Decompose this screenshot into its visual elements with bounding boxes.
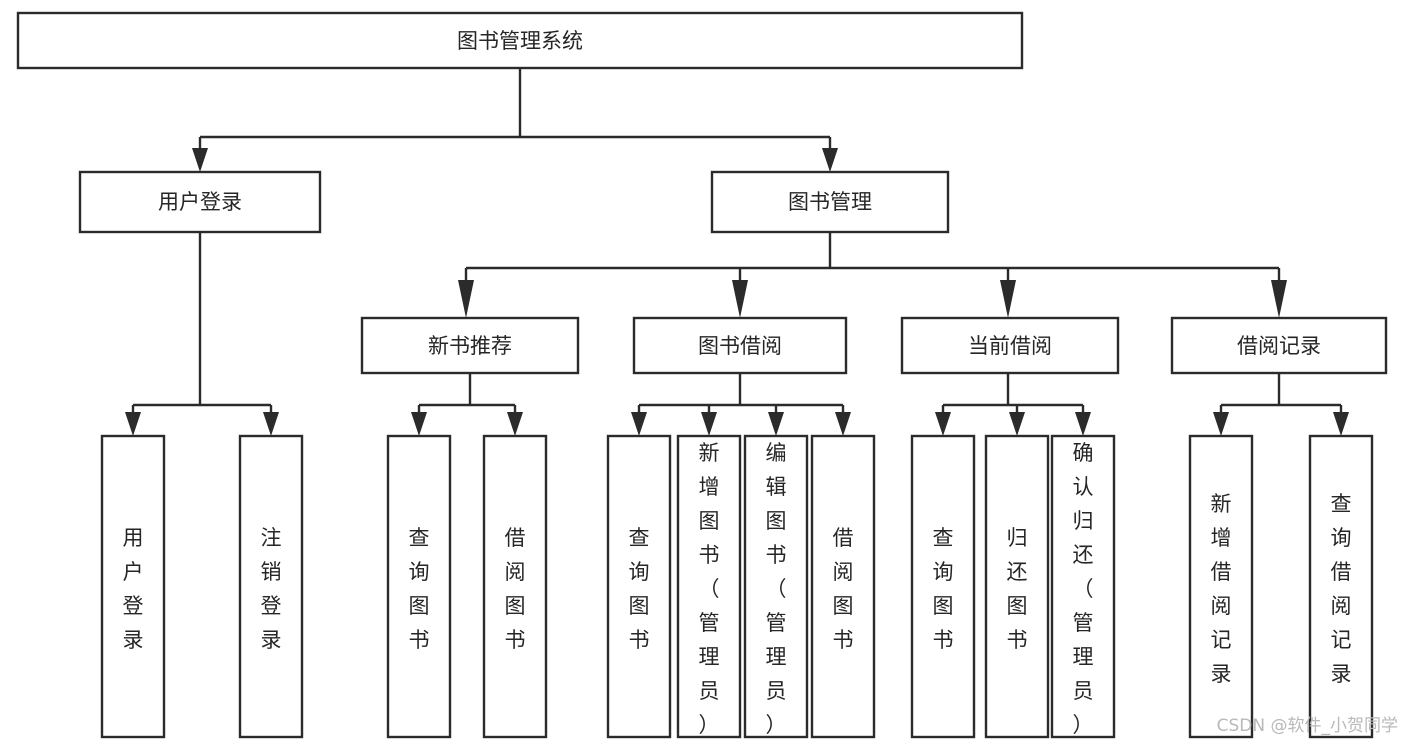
- leaf-cb-confirm-return-label: 确认归还（管理员）: [1073, 441, 1094, 737]
- node-book-borrow[interactable]: 图书借阅: [632, 316, 848, 375]
- csdn-watermark: CSDN @软件_小贺同学: [1217, 716, 1398, 736]
- current-borrow-label: 当前借阅: [968, 334, 1052, 358]
- arrowhead-br-add-record: [1213, 412, 1229, 436]
- arrowhead-new-book-rec: [458, 280, 474, 318]
- root-box[interactable]: [16, 11, 1024, 70]
- leaf-bb-query-book-box[interactable]: [606, 434, 672, 739]
- leaf-bb-add-book-box[interactable]: [676, 434, 742, 739]
- leaf-cb-return-book-box[interactable]: [984, 434, 1050, 739]
- arrowhead-bb-edit-book: [768, 412, 784, 436]
- node-new-book-recommend[interactable]: 新书推荐: [360, 316, 580, 375]
- leaf-node-bb-borrow-book[interactable]: 借阅图书: [810, 434, 876, 739]
- arrowhead-cb-return-book: [1009, 412, 1025, 436]
- node-user-login[interactable]: 用户登录: [78, 170, 322, 234]
- arrowhead-book-mgmt: [822, 148, 838, 172]
- leaf-node-br-query-record[interactable]: 查询借阅记录: [1308, 434, 1374, 739]
- leaf-logout-box[interactable]: [238, 434, 304, 739]
- borrow-record-label: 借阅记录: [1237, 334, 1321, 358]
- node-root-system[interactable]: 图书管理系统: [16, 11, 1024, 70]
- arrowhead-leaf-logout: [263, 412, 279, 436]
- arrowhead-nb-query-book: [411, 412, 427, 436]
- arrowhead-current-borrow: [1000, 280, 1016, 318]
- arrowhead-br-query-record: [1333, 412, 1349, 436]
- leaf-node-bb-edit-book[interactable]: 编辑图书（管理员）: [743, 434, 809, 739]
- leaf-nb-borrow-book-label: 借阅图书: [505, 526, 526, 652]
- root-label: 图书管理系统: [457, 29, 583, 53]
- leaf-bb-add-book-label: 新增图书（管理员）: [699, 441, 720, 737]
- leaf-node-br-add-record[interactable]: 新增借阅记录: [1188, 434, 1254, 739]
- leaf-node-user-login[interactable]: 用户登录: [100, 434, 166, 739]
- leaf-br-add-record-label: 新增借阅记录: [1211, 492, 1232, 686]
- leaf-cb-query-book-box[interactable]: [910, 434, 976, 739]
- leaf-logout-label: 注销登录: [261, 526, 282, 652]
- leaf-node-cb-confirm-return[interactable]: 确认归还（管理员）: [1050, 434, 1116, 739]
- arrowhead-nb-borrow-book: [507, 412, 523, 436]
- leaf-node-bb-query-book[interactable]: 查询图书: [606, 434, 672, 739]
- node-current-borrow[interactable]: 当前借阅: [900, 316, 1120, 375]
- leaf-br-query-record-label: 查询借阅记录: [1331, 492, 1352, 686]
- leaf-bb-borrow-book-label: 借阅图书: [833, 526, 854, 652]
- arrowhead-bb-query-book: [631, 412, 647, 436]
- leaf-br-query-record-box[interactable]: [1308, 434, 1374, 739]
- leaf-nb-borrow-book-box[interactable]: [482, 434, 548, 739]
- book-borrow-label: 图书借阅: [698, 334, 782, 358]
- leaf-br-add-record-box[interactable]: [1188, 434, 1254, 739]
- arrowhead-leaf-user-login: [125, 412, 141, 436]
- connector-layer: [125, 68, 1349, 436]
- user-login-box[interactable]: [78, 170, 322, 234]
- leaf-user-login-label: 用户登录: [123, 526, 144, 652]
- book-management-box[interactable]: [710, 170, 950, 234]
- leaf-bb-borrow-book-box[interactable]: [810, 434, 876, 739]
- book-management-label: 图书管理: [788, 190, 872, 214]
- leaf-node-bb-add-book[interactable]: 新增图书（管理员）: [676, 434, 742, 739]
- arrowhead-book-borrow: [732, 280, 748, 318]
- leaf-node-logout[interactable]: 注销登录: [238, 434, 304, 739]
- leaf-cb-return-book-label: 归还图书: [1007, 526, 1028, 652]
- leaf-cb-query-book-label: 查询图书: [933, 526, 954, 652]
- leaf-user-login-box[interactable]: [100, 434, 166, 739]
- borrow-record-box[interactable]: [1170, 316, 1388, 375]
- leaf-bb-query-book-label: 查询图书: [629, 526, 650, 652]
- new-book-recommend-box[interactable]: [360, 316, 580, 375]
- new-book-recommend-label: 新书推荐: [428, 334, 512, 358]
- current-borrow-box[interactable]: [900, 316, 1120, 375]
- leaf-node-cb-return-book[interactable]: 归还图书: [984, 434, 1050, 739]
- leaf-bb-edit-book-box[interactable]: [743, 434, 809, 739]
- leaf-node-cb-query-book[interactable]: 查询图书: [910, 434, 976, 739]
- arrowhead-cb-confirm-return: [1075, 412, 1091, 436]
- node-book-management[interactable]: 图书管理: [710, 170, 950, 234]
- leaf-cb-confirm-return-box[interactable]: [1050, 434, 1116, 739]
- leaf-node-nb-query-book[interactable]: 查询图书: [386, 434, 452, 739]
- leaf-bb-edit-book-label: 编辑图书（管理员）: [766, 441, 787, 737]
- arrowhead-borrow-record: [1271, 280, 1287, 318]
- arrowhead-bb-borrow-book: [835, 412, 851, 436]
- arrowhead-bb-add-book: [701, 412, 717, 436]
- book-borrow-box[interactable]: [632, 316, 848, 375]
- user-login-label: 用户登录: [158, 190, 242, 214]
- leaf-nb-query-book-box[interactable]: [386, 434, 452, 739]
- arrowhead-cb-query-book: [935, 412, 951, 436]
- arrowhead-user-login: [192, 148, 208, 172]
- leaf-node-nb-borrow-book[interactable]: 借阅图书: [482, 434, 548, 739]
- leaf-nb-query-book-label: 查询图书: [409, 526, 430, 652]
- node-borrow-record[interactable]: 借阅记录: [1170, 316, 1388, 375]
